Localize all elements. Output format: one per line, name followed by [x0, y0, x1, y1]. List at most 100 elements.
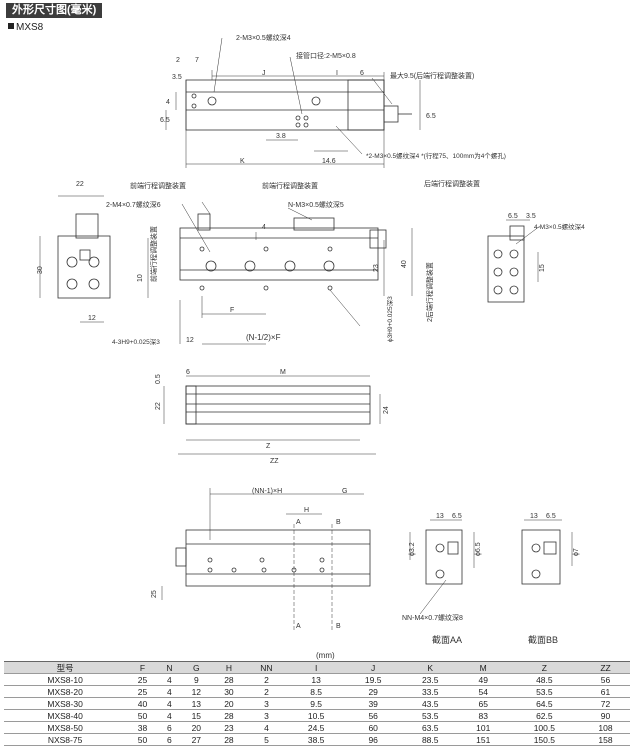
label-thread-note: *2-M3×0.5螺纹深4 *(行程75、100mm为4个螺孔) — [366, 151, 506, 160]
model-series-label: MXS8 — [8, 22, 43, 33]
label-nm3-thread: N-M3×0.5螺纹深5 — [288, 200, 344, 209]
dim-A-bottom: A — [296, 623, 301, 630]
dim-12-front: 12 — [186, 337, 194, 344]
dim-G: G — [342, 488, 347, 495]
column-header: G — [179, 661, 213, 674]
dim-F: F — [230, 307, 234, 314]
value-cell: 2 — [245, 673, 288, 686]
value-cell: 9.5 — [287, 697, 345, 710]
value-cell: 28 — [212, 673, 246, 686]
column-header: K — [401, 661, 459, 674]
value-cell: 23 — [212, 721, 246, 734]
dim-B-top: B — [336, 519, 341, 526]
dimension-drawings: 2-M3×0.5螺纹深4 接管口径:2-M5×0.8 最大9.5(后端行程调整装… — [37, 33, 585, 645]
value-cell: 6 — [158, 733, 180, 746]
dim-ZZ: ZZ — [270, 458, 279, 465]
value-cell: 28 — [212, 733, 246, 746]
dim-M: M — [280, 369, 286, 376]
value-cell: 56 — [581, 673, 630, 686]
value-cell: 12 — [179, 685, 213, 698]
dim-15: 15 — [539, 264, 546, 272]
column-header: J — [344, 661, 402, 674]
dim-6-5-right: 6.5 — [426, 113, 436, 120]
label-nn-thread: NN-M4×0.7螺纹深8 — [402, 613, 463, 622]
dim-40: 40 — [401, 260, 408, 268]
value-cell: 4 — [245, 721, 288, 734]
value-cell: 83 — [458, 709, 508, 722]
value-cell: 13 — [179, 697, 213, 710]
value-cell: 90 — [581, 709, 630, 722]
dim-6-5-left: 6.5 — [160, 117, 170, 124]
dim-B-bottom: B — [336, 623, 341, 630]
value-cell: 62.5 — [507, 709, 582, 722]
label-max-9-5: 最大9.5(后端行程调整装置) — [390, 71, 474, 80]
value-cell: 48.5 — [507, 673, 582, 686]
label-formula: (N-1/2)×F — [246, 333, 281, 342]
dim-24: 24 — [383, 406, 390, 414]
column-header: H — [212, 661, 246, 674]
dim-A-top: A — [296, 519, 301, 526]
value-cell: 151 — [458, 733, 508, 746]
dim-J: J — [262, 70, 266, 77]
value-cell: 39 — [344, 697, 402, 710]
column-header: F — [126, 661, 159, 674]
dim-7: 7 — [195, 57, 199, 64]
dim-4-front: 4 — [262, 224, 266, 231]
value-cell: 100.5 — [507, 721, 582, 734]
label-rear-adj-vert: 2后端行程调整装置 — [425, 262, 434, 322]
value-cell: 10.5 — [287, 709, 345, 722]
value-cell: 64.5 — [507, 697, 582, 710]
dim-22-side: 22 — [76, 181, 84, 188]
dim-3-5: 3.5 — [172, 74, 182, 81]
value-cell: 4 — [158, 685, 180, 698]
value-cell: 72 — [581, 697, 630, 710]
column-header: N — [158, 661, 180, 674]
column-header: ZZ — [581, 661, 630, 674]
value-cell: 40 — [126, 697, 159, 710]
label-nn-formula: (NN-1)×H — [252, 488, 282, 495]
value-cell: 96 — [344, 733, 402, 746]
section-bb-label: 截面BB — [528, 634, 558, 645]
value-cell: 61 — [581, 685, 630, 698]
dim-14-6: 14.6 — [322, 158, 336, 165]
dim-6-5-aa: 6.5 — [452, 513, 462, 520]
model-cell: MXS8-10 — [4, 673, 127, 686]
dim-6-bottom: 6 — [186, 369, 190, 376]
label-h9-left: 4-3H9+0.025深3 — [112, 337, 160, 346]
value-cell: 60 — [344, 721, 402, 734]
value-cell: 50 — [126, 709, 159, 722]
value-cell: 63.5 — [401, 721, 459, 734]
section-aa-label: 截面AA — [432, 634, 462, 645]
value-cell: 56 — [344, 709, 402, 722]
value-cell: 27 — [179, 733, 213, 746]
value-cell: 65 — [458, 697, 508, 710]
section-aa-drawing — [409, 519, 475, 615]
value-cell: 6 — [158, 721, 180, 734]
value-cell: 3 — [245, 697, 288, 710]
dim-K: K — [240, 158, 245, 165]
dim-6-5-side: 6.5 — [508, 213, 518, 220]
value-cell: 4 — [158, 709, 180, 722]
label-m4-thread: 2-M4×0.7螺纹深6 — [106, 200, 161, 209]
label-h9-right: ϕ3H9+0.025深3 — [385, 296, 394, 342]
value-cell: 4 — [158, 673, 180, 686]
bullet-square-icon — [8, 23, 14, 29]
value-cell: 28 — [212, 709, 246, 722]
label-m3-thread-right: 4-M3×0.5螺纹深4 — [534, 222, 585, 231]
value-cell: 30 — [212, 685, 246, 698]
value-cell: 53.5 — [401, 709, 459, 722]
label-m3-thread-top: 2-M3×0.5螺纹深4 — [236, 33, 291, 42]
column-header: M — [458, 661, 508, 674]
dim-phi7: ϕ7 — [573, 548, 580, 556]
value-cell: 38 — [126, 721, 159, 734]
value-cell: 3 — [245, 709, 288, 722]
value-cell: 50 — [126, 733, 159, 746]
front-view-drawing — [147, 201, 413, 345]
column-header: NN — [245, 661, 288, 674]
